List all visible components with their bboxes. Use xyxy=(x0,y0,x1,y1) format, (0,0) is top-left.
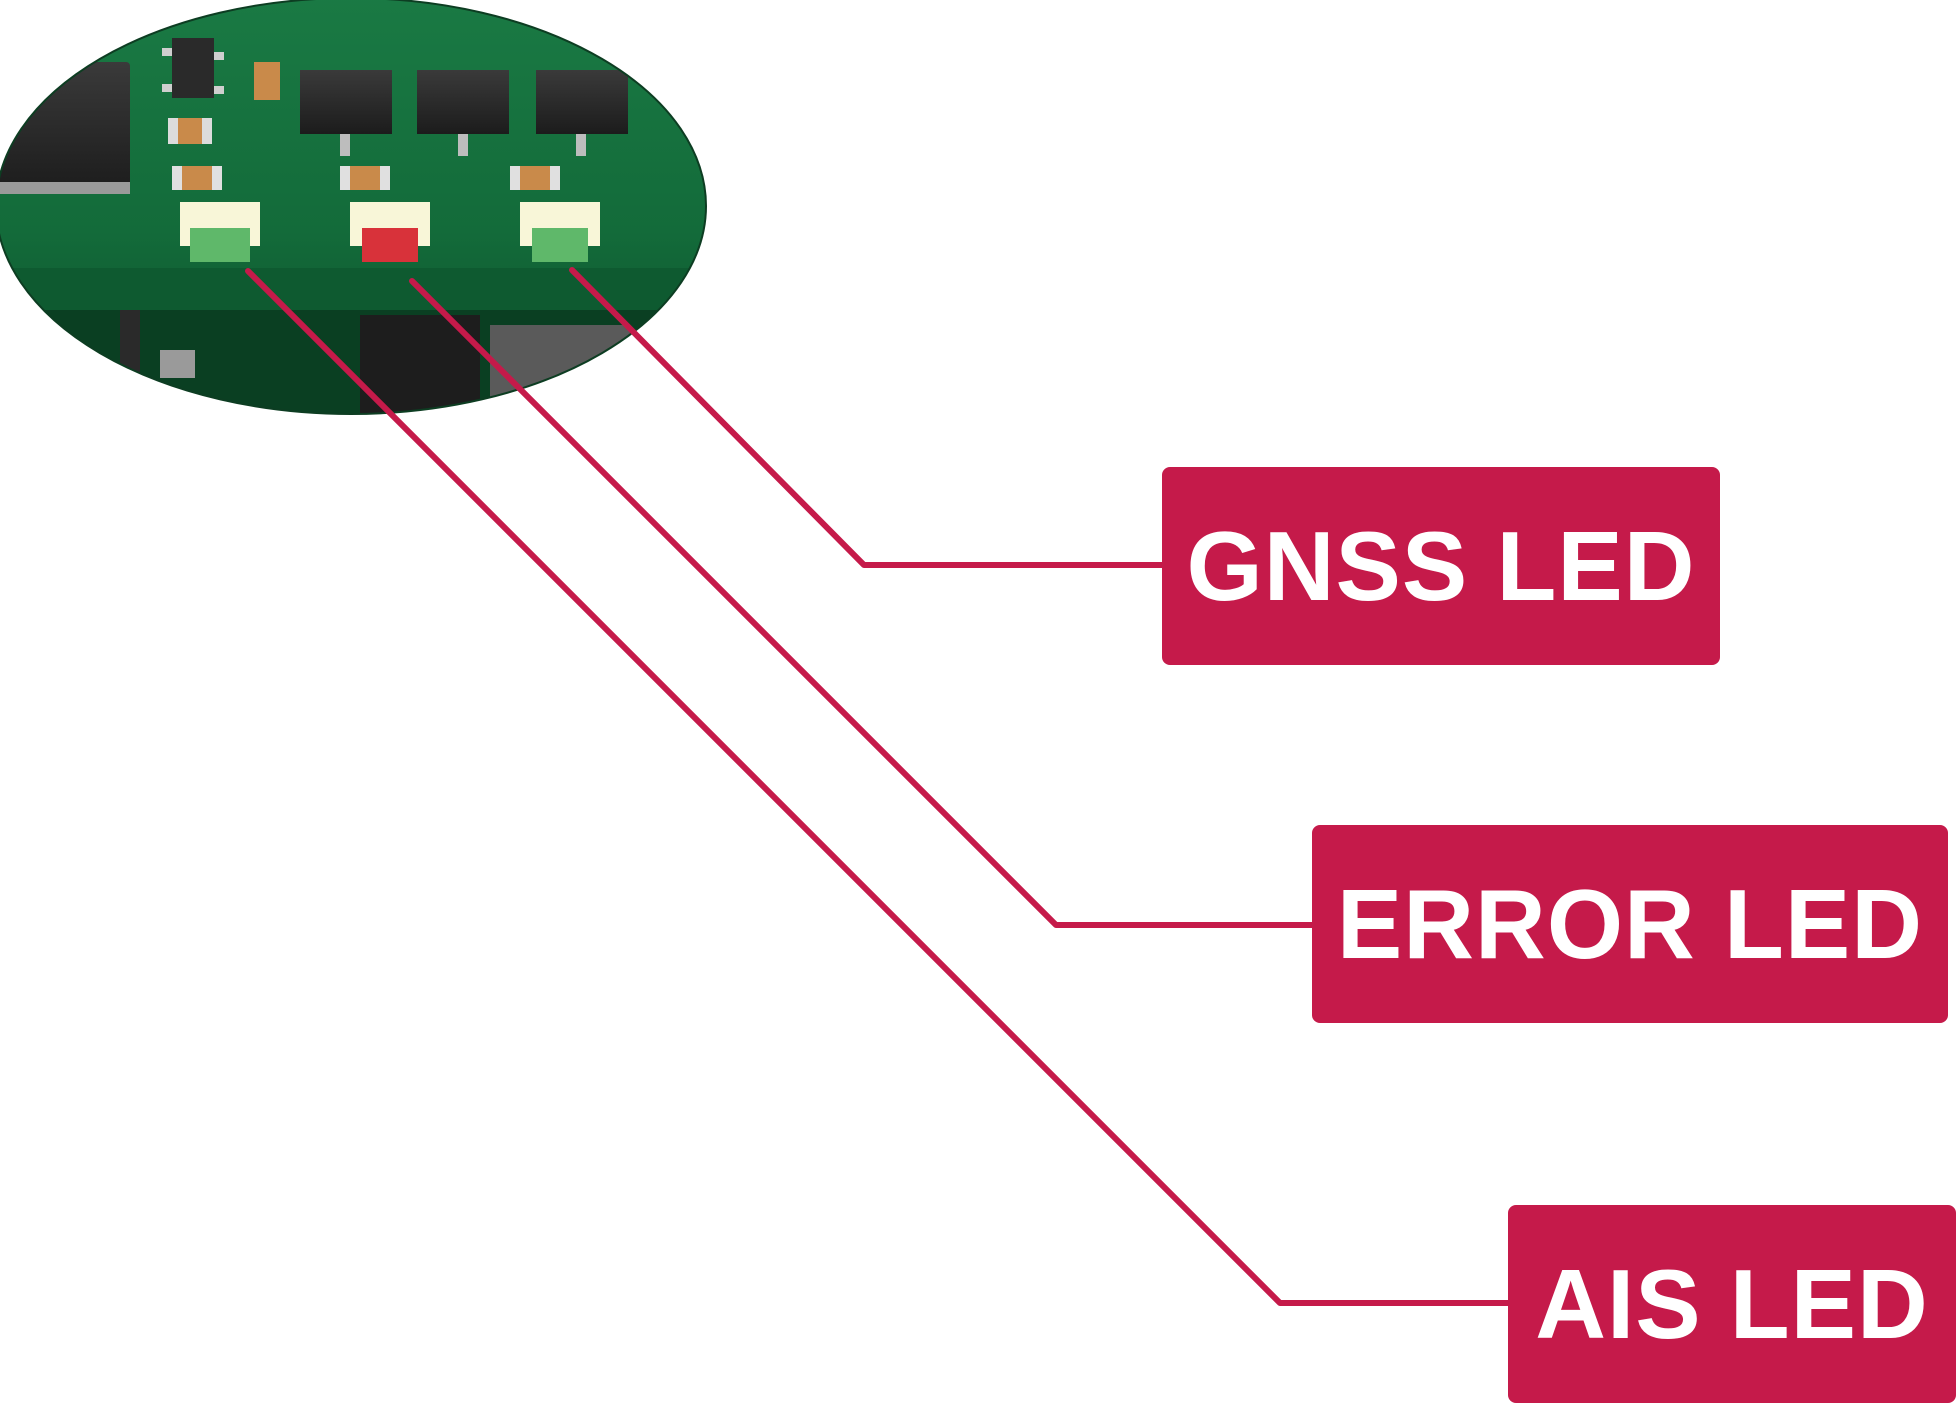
error-led-label-text: ERROR LED xyxy=(1336,868,1924,979)
gnss-led-label: GNSS LED xyxy=(1162,467,1720,665)
error-led-label: ERROR LED xyxy=(1312,825,1948,1023)
ais-led-component xyxy=(180,202,260,262)
error-leader-line xyxy=(409,278,1317,928)
ais-led-label-text: AIS LED xyxy=(1535,1248,1929,1359)
gnss-leader-line xyxy=(569,267,1167,568)
ais-led-label: AIS LED xyxy=(1508,1205,1956,1403)
ais-leader-line xyxy=(245,268,1513,1306)
gnss-led-component xyxy=(520,202,600,262)
error-led-component xyxy=(350,202,430,262)
closeup-outline xyxy=(0,0,707,415)
gnss-led-label-text: GNSS LED xyxy=(1186,510,1696,621)
